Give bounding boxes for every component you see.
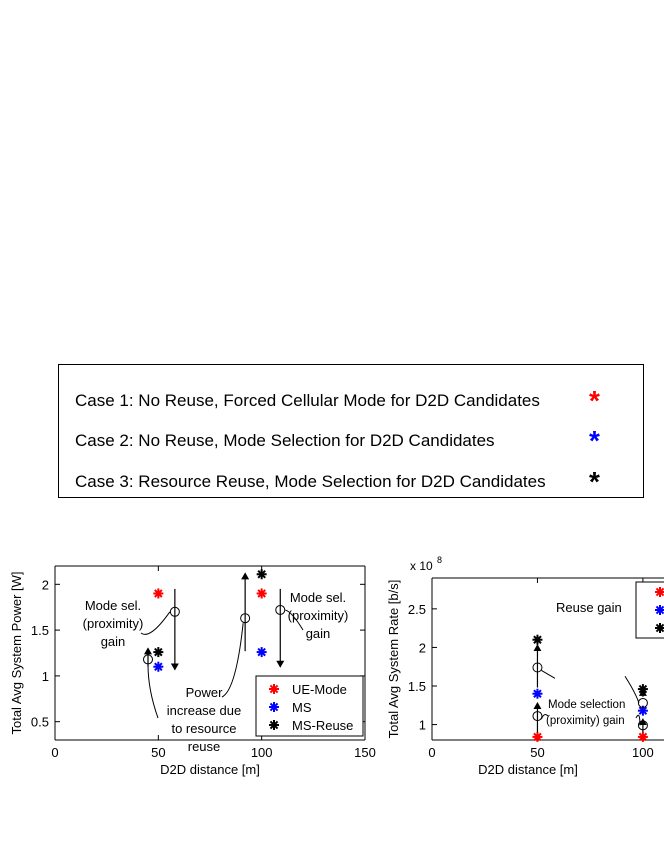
annotation-mode-sel-right: gain (306, 626, 331, 641)
data-point-ue-mode (532, 731, 543, 742)
star-stroke (269, 702, 279, 712)
y-tick-label: 2.5 (408, 602, 426, 617)
annotation-power-increase: to resource (171, 721, 236, 736)
data-point-ms-reuse (532, 634, 543, 645)
y-tick-label: 1 (42, 669, 49, 684)
annotation-circle (275, 604, 286, 615)
legend-label: MS-Reuse (292, 718, 353, 733)
annotation-mode-sel-right: Mode sel. (290, 590, 346, 605)
x-tick-label: 150 (354, 745, 376, 760)
y-axis-label: Total Avg System Power [W] (9, 571, 24, 734)
x-tick-label: 100 (251, 745, 273, 760)
data-point-ms-reuse (153, 647, 164, 658)
x-axis-label: D2D distance [m] (478, 762, 578, 777)
case-3-label: Case 3: Resource Reuse, Mode Selection f… (75, 472, 546, 491)
star-stroke (655, 587, 664, 597)
case-3-marker: * (589, 466, 600, 497)
annotation-leader (140, 611, 171, 635)
annotation-mode-sel-right: (proximity) (288, 608, 349, 623)
star-stroke (533, 689, 542, 698)
legend-marker-ue-mode (655, 587, 664, 597)
exponent-power: 8 (437, 555, 442, 565)
x-axis-label: D2D distance [m] (160, 762, 260, 777)
legend-marker-ue-mode (269, 684, 279, 694)
star-stroke (533, 732, 542, 742)
y-tick-label: 1.5 (31, 623, 49, 638)
data-point-ms (532, 688, 543, 699)
star-stroke (638, 732, 648, 742)
annotation-mode-sel-left: (proximity) (83, 616, 144, 631)
x-tick-label: 50 (151, 745, 165, 760)
case-1-label: Case 1: No Reuse, Forced Cellular Mode f… (75, 391, 540, 410)
x-tick-label: 50 (530, 745, 544, 760)
annotation-mode-selection: Mode selection (548, 699, 625, 711)
annotation-mode-selection: (proximity) gain (546, 715, 625, 727)
x-tick-label: 100 (632, 745, 654, 760)
star-stroke (638, 706, 648, 715)
legend-marker-ms-reuse (655, 623, 664, 633)
data-point-ue-mode (153, 588, 164, 599)
annotation-circle (143, 654, 153, 665)
case-1-marker: * (589, 385, 600, 416)
star-stroke (655, 605, 664, 615)
data-point-ue-mode (637, 731, 648, 742)
annotation-power-increase: Power (186, 685, 224, 700)
legend-marker-ms (655, 605, 664, 615)
star-stroke (257, 589, 266, 598)
data-point-ms (256, 647, 267, 658)
data-point-ms (153, 661, 164, 672)
star-stroke (533, 635, 542, 644)
annotation-leader (624, 676, 640, 704)
star-stroke (269, 720, 279, 730)
annotation-power-increase: increase due (167, 703, 241, 718)
y-tick-label: 1 (419, 718, 426, 733)
star-stroke (154, 662, 163, 671)
case-2-label: Case 2: No Reuse, Mode Selection for D2D… (75, 431, 495, 450)
data-point-ue-mode (256, 588, 267, 599)
case-2-marker: * (589, 425, 600, 456)
annotation-circle (532, 662, 543, 673)
annotation-leader (285, 609, 304, 631)
annotation-mode-sel-left: gain (101, 634, 126, 649)
annotation-leader (147, 664, 159, 719)
annotation-leader (635, 714, 641, 726)
annotation-mode-sel-left: Mode sel. (85, 598, 141, 613)
data-point-ms-reuse (256, 569, 267, 580)
annotation-reuse-gain: Reuse gain (556, 600, 622, 615)
annotation-circle (240, 613, 251, 624)
y-tick-label: 2 (42, 577, 49, 592)
star-stroke (655, 623, 664, 633)
annotation-leader (541, 670, 556, 679)
star-stroke (154, 589, 163, 598)
legend-label: MS (292, 700, 312, 715)
exponent-label: x 10 (410, 559, 433, 573)
star-stroke (257, 569, 266, 579)
legend-marker-ms (269, 702, 279, 712)
annotation-power-increase: reuse (188, 739, 221, 754)
star-stroke (269, 684, 279, 694)
y-tick-label: 0.5 (31, 715, 49, 730)
y-tick-label: 1.5 (408, 679, 426, 694)
y-axis-label: Total Avg System Rate [b/s] (386, 580, 401, 739)
annotation-leader (540, 714, 549, 720)
x-tick-label: 0 (51, 745, 58, 760)
case-legend: Case 1: No Reuse, Forced Cellular Mode f… (58, 364, 644, 498)
star-stroke (154, 647, 163, 657)
x-tick-label: 0 (428, 745, 435, 760)
annotation-circle (637, 720, 648, 731)
star-stroke (257, 647, 266, 657)
annotation-leader (221, 623, 244, 698)
annotation-circle (532, 711, 543, 722)
annotation-circle (169, 606, 180, 617)
y-tick-label: 2 (419, 640, 426, 655)
legend-marker-ms-reuse (269, 720, 279, 730)
legend-label: UE-Mode (292, 682, 347, 697)
